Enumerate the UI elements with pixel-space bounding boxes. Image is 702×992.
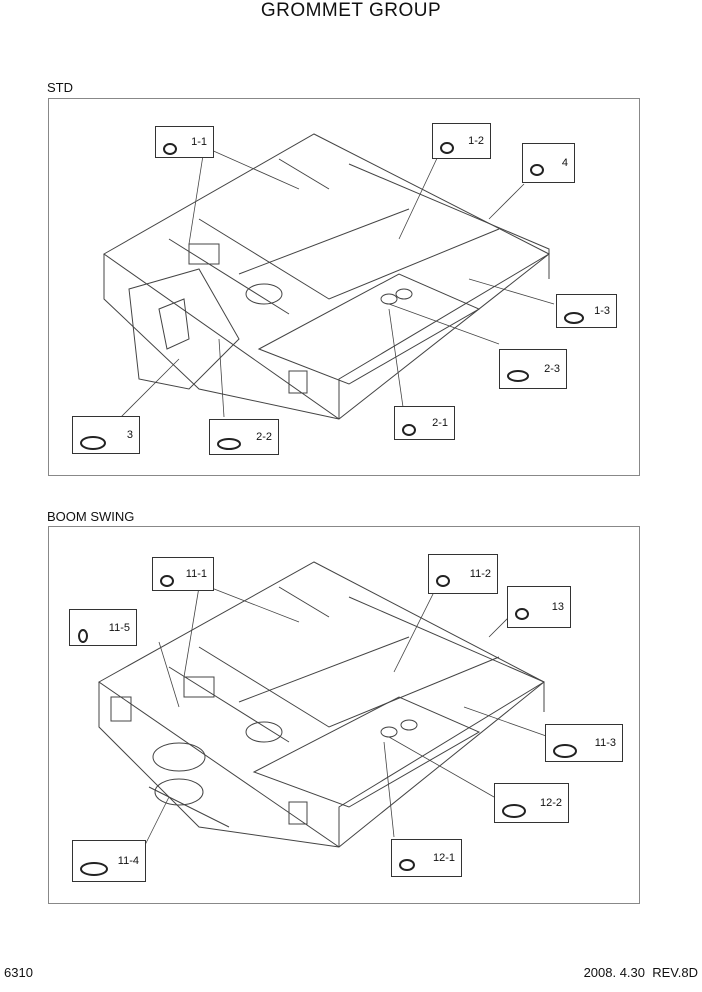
callout-11-5: 11-5: [69, 609, 137, 646]
callout-12-1: 12-1: [391, 839, 462, 877]
callout-11-2: 11-2: [428, 554, 498, 594]
callout-4: 4: [522, 143, 575, 183]
callout-2-3: 2-3: [499, 349, 567, 389]
boom-swing-section-label: BOOM SWING: [47, 509, 135, 524]
callout-2-1: 2-1: [394, 406, 455, 440]
callout-11-1: 11-1: [152, 557, 214, 591]
callout-3: 3: [72, 416, 140, 454]
callout-12-2: 12-2: [494, 783, 569, 823]
date-revision: 2008. 4.30 REV.8D: [583, 965, 698, 980]
callout-2-2: 2-2: [209, 419, 279, 455]
std-section-label: STD: [47, 80, 73, 95]
boom-swing-frame-drawing: [98, 561, 550, 848]
callout-13: 13: [507, 586, 571, 628]
std-diagram-panel: 1-1 1-2 4 1-3 2-3 2-1 2-2 3: [48, 98, 640, 476]
callout-1-1: 1-1: [155, 126, 214, 158]
page-number: 6310: [4, 965, 33, 980]
callout-11-4: 11-4: [72, 840, 146, 882]
callout-1-2: 1-2: [432, 123, 491, 159]
page-title: GROMMET GROUP: [260, 0, 442, 21]
boom-swing-diagram-panel: 11-1 11-2 13 11-5 11-3 12-2 12-1 11-4: [48, 526, 640, 904]
callout-11-3: 11-3: [545, 724, 623, 762]
callout-1-3: 1-3: [556, 294, 617, 328]
std-frame-drawing: [103, 133, 555, 420]
